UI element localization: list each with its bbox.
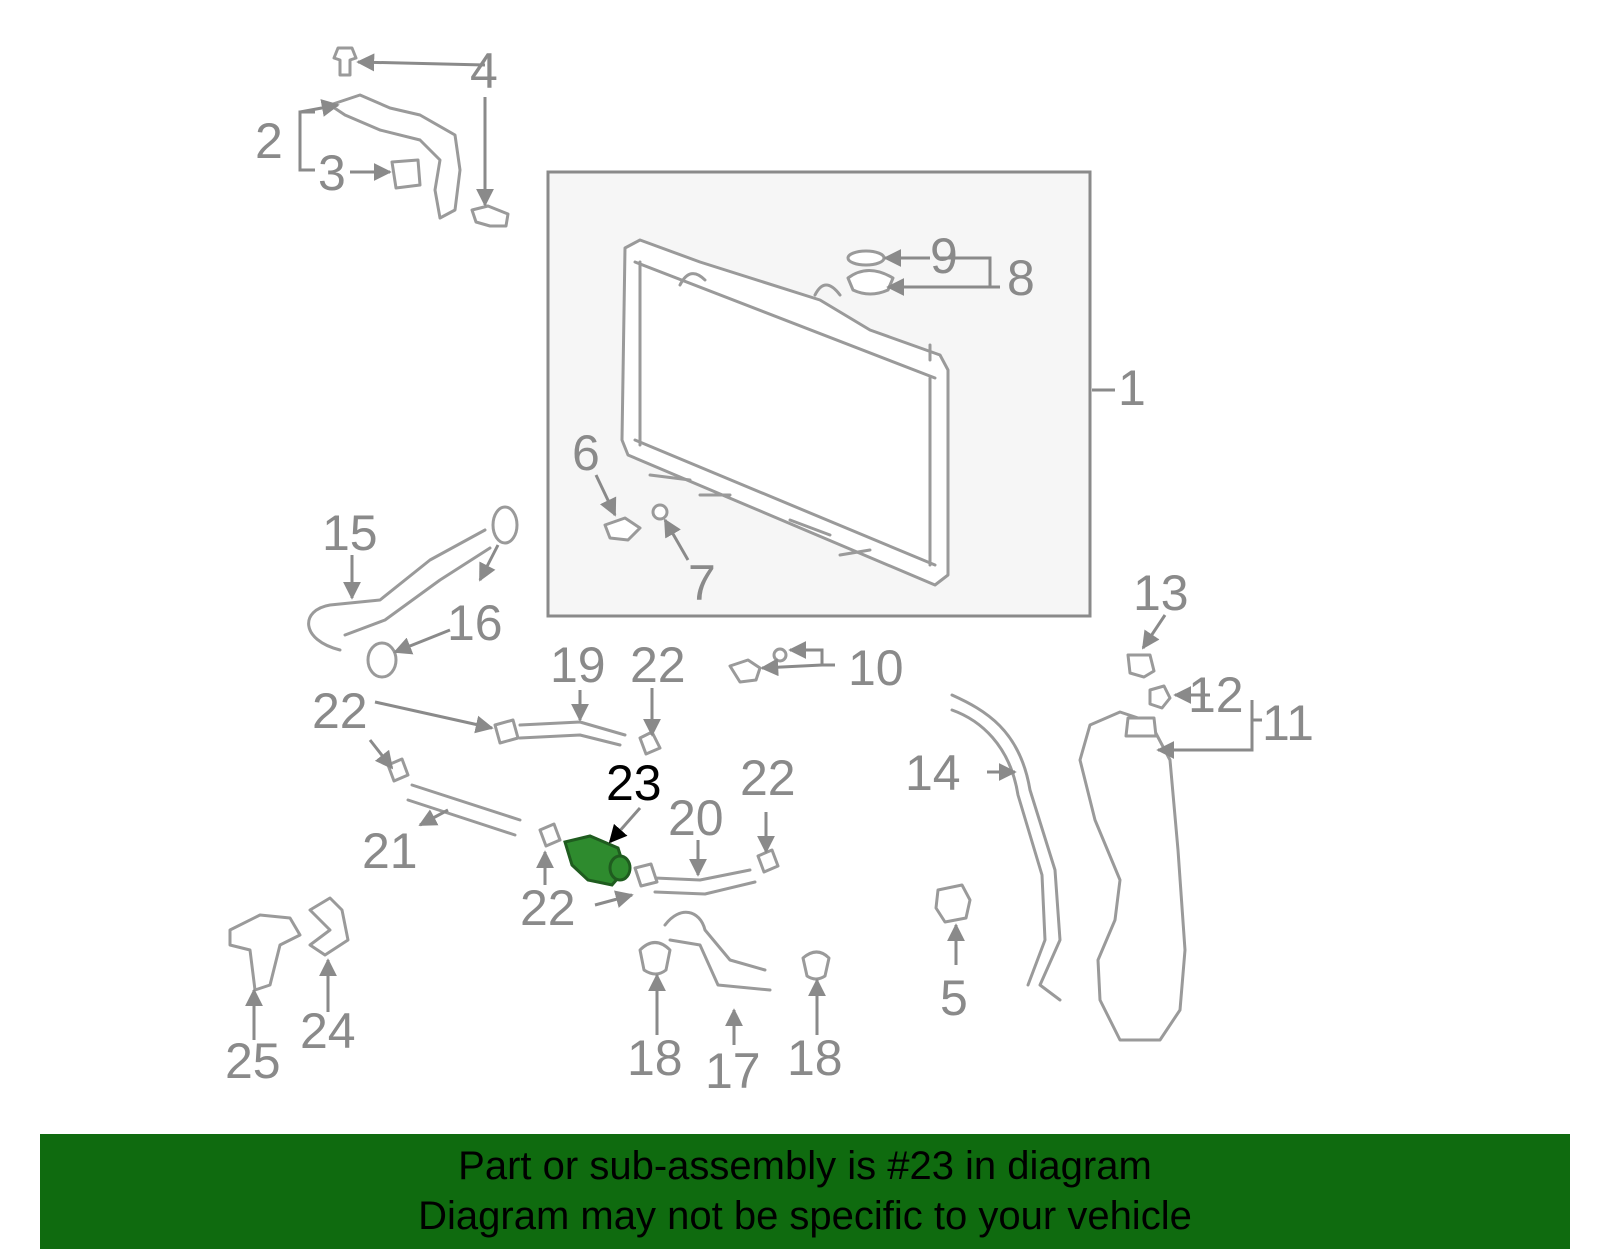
callout-23: 23	[606, 755, 662, 811]
info-banner: Part or sub-assembly is #23 in diagram D…	[40, 1134, 1570, 1249]
callout-21: 21	[362, 823, 418, 879]
callout-18-right: 18	[787, 1030, 843, 1086]
part-20-hose[interactable]	[653, 868, 757, 896]
part-23-highlighted[interactable]	[563, 834, 632, 887]
part-11-reservoir-neck	[1124, 716, 1158, 738]
callout-5: 5	[940, 970, 968, 1026]
part-24-bracket[interactable]	[308, 896, 350, 957]
callout-19: 19	[550, 637, 606, 693]
callout-14: 14	[905, 745, 961, 801]
part-22-clamp-c[interactable]	[638, 730, 662, 756]
part-4-bolt-bottom[interactable]	[470, 204, 510, 228]
part-4-bolt-top[interactable]	[332, 46, 358, 77]
callout-7: 7	[688, 555, 716, 611]
callout-9: 9	[930, 228, 958, 284]
callout-15: 15	[322, 505, 378, 561]
callout-25: 25	[225, 1033, 281, 1089]
part-2-bracket[interactable]	[328, 93, 462, 220]
part-18-clamp-left[interactable]	[638, 941, 672, 976]
part-9-seal[interactable]	[846, 249, 886, 267]
callout-1: 1	[1118, 360, 1146, 416]
callout-2: 2	[255, 113, 283, 169]
part-17-lower-hose[interactable]	[663, 910, 772, 992]
part-22-clamp-f[interactable]	[756, 848, 780, 874]
callout-22-d: 22	[520, 880, 576, 936]
callout-8: 8	[1007, 250, 1035, 306]
part-11-reservoir[interactable]	[1078, 710, 1187, 1042]
callout-22-c: 22	[740, 750, 796, 806]
callout-12: 12	[1188, 667, 1244, 723]
part-19-hose[interactable]	[518, 720, 627, 747]
part-6-drain-plug[interactable]	[603, 516, 642, 542]
part-5-grommet[interactable]	[934, 883, 972, 924]
callout-13: 13	[1133, 565, 1189, 621]
callout-10: 10	[848, 640, 904, 696]
part-10-washer	[772, 647, 788, 663]
part-10-bolt[interactable]	[728, 658, 762, 684]
part-7-o-ring[interactable]	[651, 503, 669, 521]
part-18-clamp-right[interactable]	[801, 950, 831, 981]
part-3-clip[interactable]	[390, 158, 422, 190]
leader-lines	[245, 53, 1262, 1045]
part-12-cap[interactable]	[1148, 684, 1172, 710]
part-14-overflow-hose[interactable]	[950, 693, 1062, 1002]
callout-11: 11	[1262, 695, 1314, 751]
callout-3: 3	[318, 145, 346, 201]
callout-4: 4	[470, 43, 498, 99]
part-15-upper-hose[interactable]	[307, 528, 492, 652]
callout-22-b: 22	[630, 637, 686, 693]
callout-17: 17	[705, 1043, 761, 1099]
banner-line-1: Part or sub-assembly is #23 in diagram	[458, 1144, 1152, 1188]
radiator-part[interactable]	[620, 238, 950, 587]
callout-22-a: 22	[312, 683, 368, 739]
part-15-hose-end	[491, 505, 519, 545]
callout-6: 6	[572, 425, 600, 481]
part-13-clip[interactable]	[1126, 653, 1156, 679]
banner-line-2: Diagram may not be specific to your vehi…	[418, 1194, 1192, 1238]
part-22-clamp-b[interactable]	[493, 718, 520, 745]
part-21-hose[interactable]	[406, 783, 522, 837]
part-25-bracket[interactable]	[228, 913, 302, 992]
part-8-cap[interactable]	[846, 269, 895, 296]
callout-20: 20	[668, 790, 724, 846]
callout-18-left: 18	[627, 1030, 683, 1086]
part-16-clamp[interactable]	[366, 641, 398, 679]
part-22-clamp-a[interactable]	[386, 757, 410, 783]
callout-24: 24	[300, 1003, 356, 1059]
part-22-clamp-e[interactable]	[633, 862, 659, 888]
part-22-clamp-d[interactable]	[538, 822, 562, 848]
callout-16: 16	[447, 595, 503, 651]
